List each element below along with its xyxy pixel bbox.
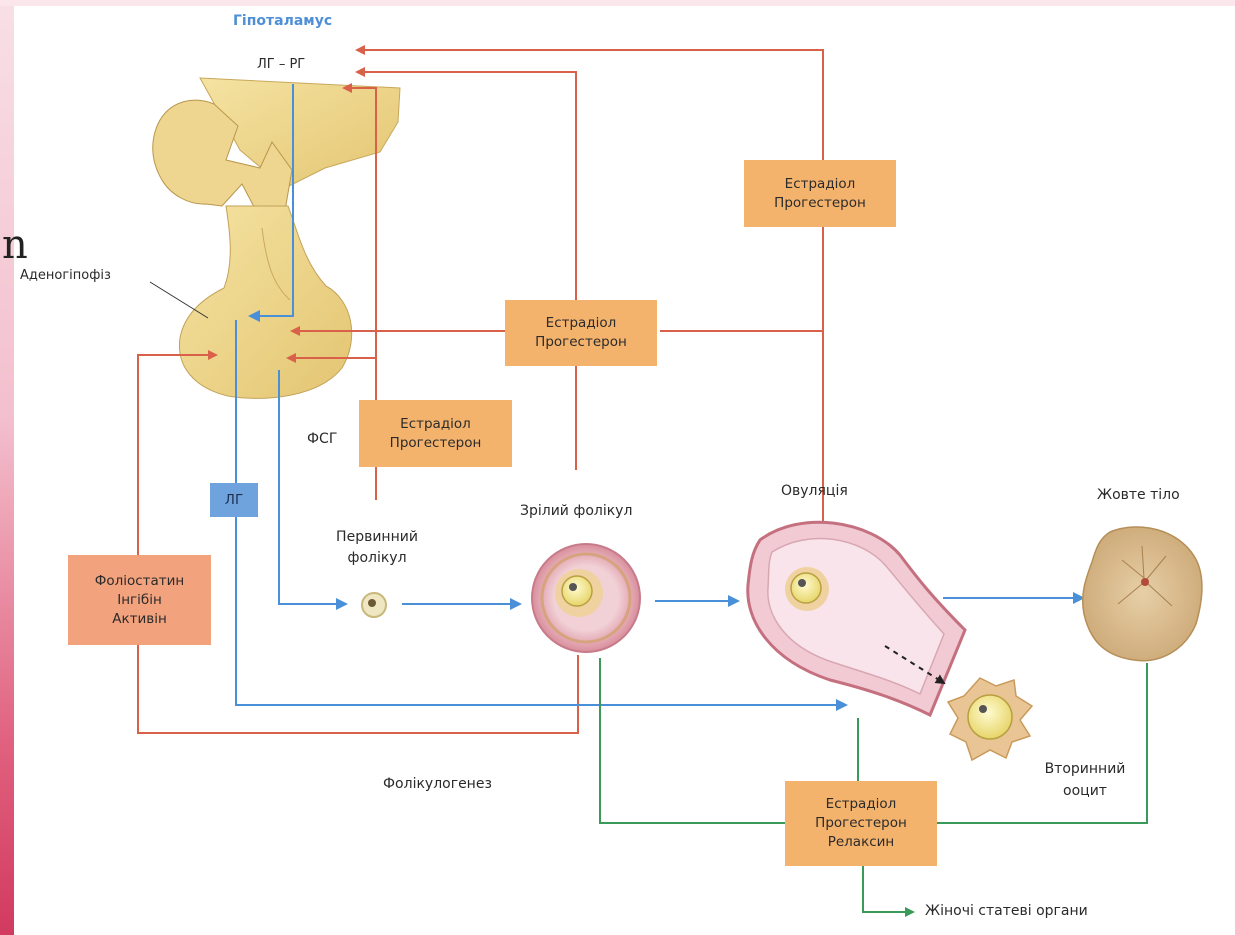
secondary-oocyte-image xyxy=(948,678,1032,760)
hypothalamus-label: Гіпоталамус xyxy=(233,13,332,29)
ovulation-label: Овуляція xyxy=(781,483,848,499)
primary-follicle-image xyxy=(362,593,386,617)
estradiol-progesterone-box-top: Естрадіол Прогестерон xyxy=(744,160,896,227)
mature-follicle-image xyxy=(532,544,640,652)
lh-box: ЛГ xyxy=(210,483,258,517)
estradiol-progesterone-box-lower: Естрадіол Прогестерон xyxy=(359,400,512,467)
folliculogenesis-label: Фолікулогенез xyxy=(383,776,492,792)
female-organs-label: Жіночі статеві органи xyxy=(925,903,1088,919)
estradiol-progesterone-relaxin-box: Естрадіол Прогестерон Релаксин xyxy=(785,781,937,866)
stray-glyph: n xyxy=(2,222,28,268)
pituitary-illustration xyxy=(153,78,400,398)
corpus-luteum-image xyxy=(1083,527,1202,661)
lh-rh-label: ЛГ – РГ xyxy=(257,57,305,72)
mature-follicle-label: Зрілий фолікул xyxy=(520,503,632,519)
ovulation-image xyxy=(748,522,965,715)
adenohypophysis-label: Аденогіпофіз xyxy=(20,268,111,283)
corpus-luteum-label: Жовте тіло xyxy=(1097,487,1180,503)
follistatin-inhibin-activin-box: Фоліостатин Інгібін Активін xyxy=(68,555,211,645)
primary-follicle-label: Первинний фолікул xyxy=(318,527,436,569)
secondary-oocyte-label: Вторинний ооцит xyxy=(1030,758,1140,802)
adenohypophysis-pointer xyxy=(150,282,208,318)
estradiol-progesterone-box-middle: Естрадіол Прогестерон xyxy=(505,300,657,366)
fsh-label: ФСГ xyxy=(307,431,337,447)
